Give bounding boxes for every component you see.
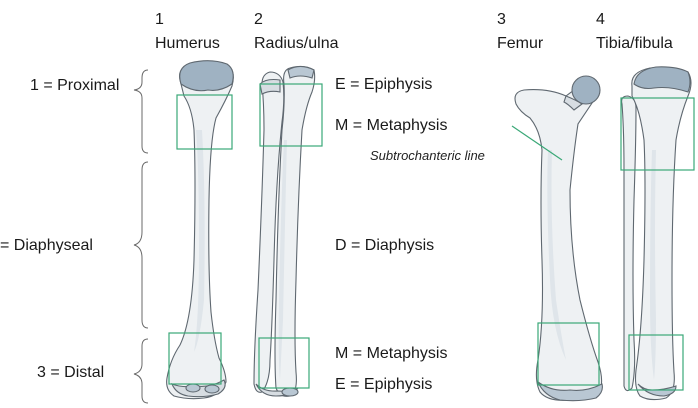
header-tibia-fibula: 4 Tibia/fibula bbox=[596, 11, 673, 52]
bone-name-tibia-fibula: Tibia/fibula bbox=[596, 35, 673, 52]
bone-number-humerus: 1 bbox=[155, 11, 164, 28]
bone-number-radius-ulna: 2 bbox=[254, 11, 263, 28]
bone-number-tibia-fibula: 4 bbox=[596, 11, 605, 28]
header-humerus: 1 Humerus bbox=[155, 11, 220, 52]
bone-name-femur: Femur bbox=[497, 35, 544, 52]
header-radius-ulna: 2 Radius/ulna bbox=[254, 11, 339, 52]
bone-name-radius-ulna: Radius/ulna bbox=[254, 35, 339, 52]
tibia-fibula-illustration bbox=[622, 67, 691, 400]
zone-label-diaphysis: D = Diaphysis bbox=[335, 237, 434, 254]
femur-illustration bbox=[515, 76, 602, 401]
segment-label-diaphyseal: = Diaphyseal bbox=[0, 237, 93, 254]
segment-label-proximal: 1 = Proximal bbox=[30, 77, 119, 94]
zone-label-epiphysis-top: E = Epiphysis bbox=[335, 76, 432, 93]
zone-label-epiphysis-bottom: E = Epiphysis bbox=[335, 376, 432, 393]
zone-label-subtrochanteric: Subtrochanteric line bbox=[370, 148, 485, 163]
zone-label-metaphysis-top: M = Metaphysis bbox=[335, 117, 447, 134]
bone-number-femur: 3 bbox=[497, 11, 506, 28]
bone-name-humerus: Humerus bbox=[155, 35, 220, 52]
segment-label-distal: 3 = Distal bbox=[37, 364, 104, 381]
brace-proximal bbox=[134, 70, 148, 153]
radius-ulna-illustration bbox=[254, 66, 315, 396]
brace-distal bbox=[134, 339, 148, 403]
brace-diaphyseal bbox=[134, 162, 148, 328]
header-femur: 3 Femur bbox=[497, 11, 544, 52]
zone-label-metaphysis-bottom: M = Metaphysis bbox=[335, 345, 447, 362]
